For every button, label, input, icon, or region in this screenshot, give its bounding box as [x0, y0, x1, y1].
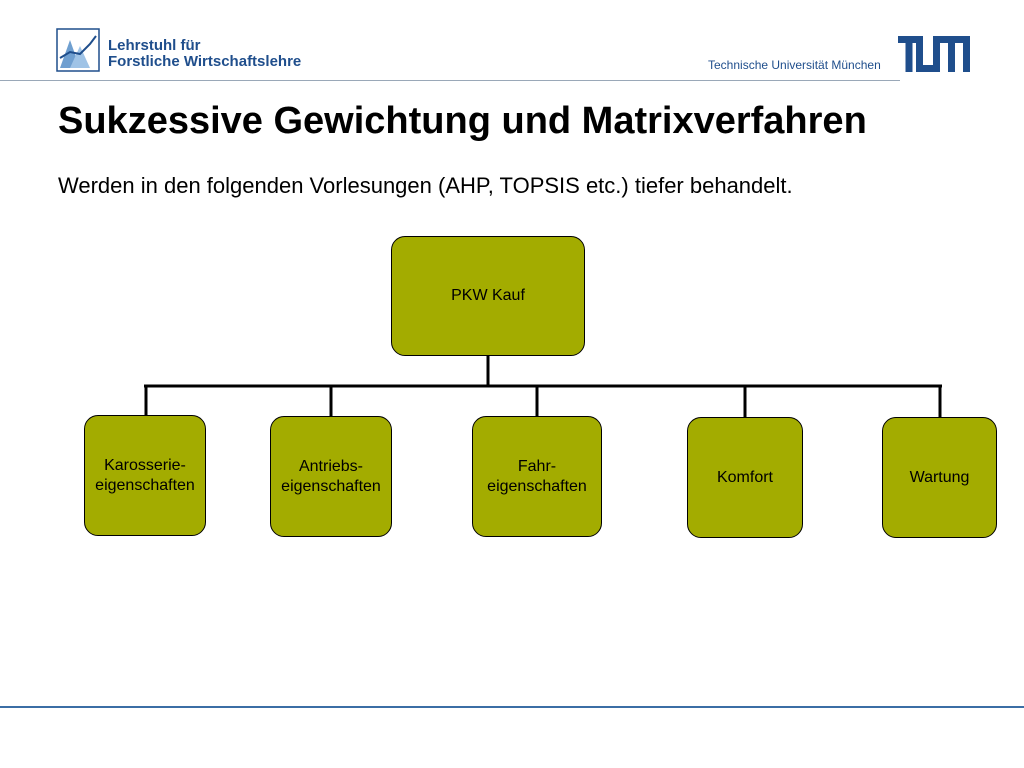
slide-title: Sukzessive Gewichtung und Matrixverfahre…: [58, 100, 867, 142]
chair-logo-icon: [56, 28, 100, 72]
node-fahreigenschaften: Fahr- eigenschaften: [472, 416, 602, 537]
node-label: Karosserie- eigenschaften: [95, 456, 195, 494]
header-divider: [0, 80, 900, 81]
node-label: Antriebs- eigenschaften: [281, 457, 381, 495]
node-pkw-kauf: PKW Kauf: [391, 236, 585, 356]
chair-line-2: Forstliche Wirtschaftslehre: [108, 53, 302, 70]
node-label: Fahr- eigenschaften: [487, 457, 587, 495]
chair-line-1: Lehrstuhl für: [108, 37, 201, 54]
tum-logo-icon: [898, 36, 970, 72]
node-antriebseigenschaften: Antriebs- eigenschaften: [270, 416, 392, 537]
slide-subtitle: Werden in den folgenden Vorlesungen (AHP…: [58, 173, 793, 198]
university-name: Technische Universität München: [708, 58, 881, 72]
node-karosserieeigenschaften: Karosserie- eigenschaften: [84, 415, 206, 536]
node-wartung: Wartung: [882, 417, 997, 538]
node-label: Komfort: [716, 468, 773, 486]
node-label: Wartung: [909, 468, 970, 486]
node-label: PKW Kauf: [451, 287, 525, 304]
footer-divider: [0, 706, 1024, 708]
node-komfort: Komfort: [687, 417, 803, 538]
chair-name: Lehrstuhl für Forstliche Wirtschaftslehr…: [108, 38, 301, 70]
